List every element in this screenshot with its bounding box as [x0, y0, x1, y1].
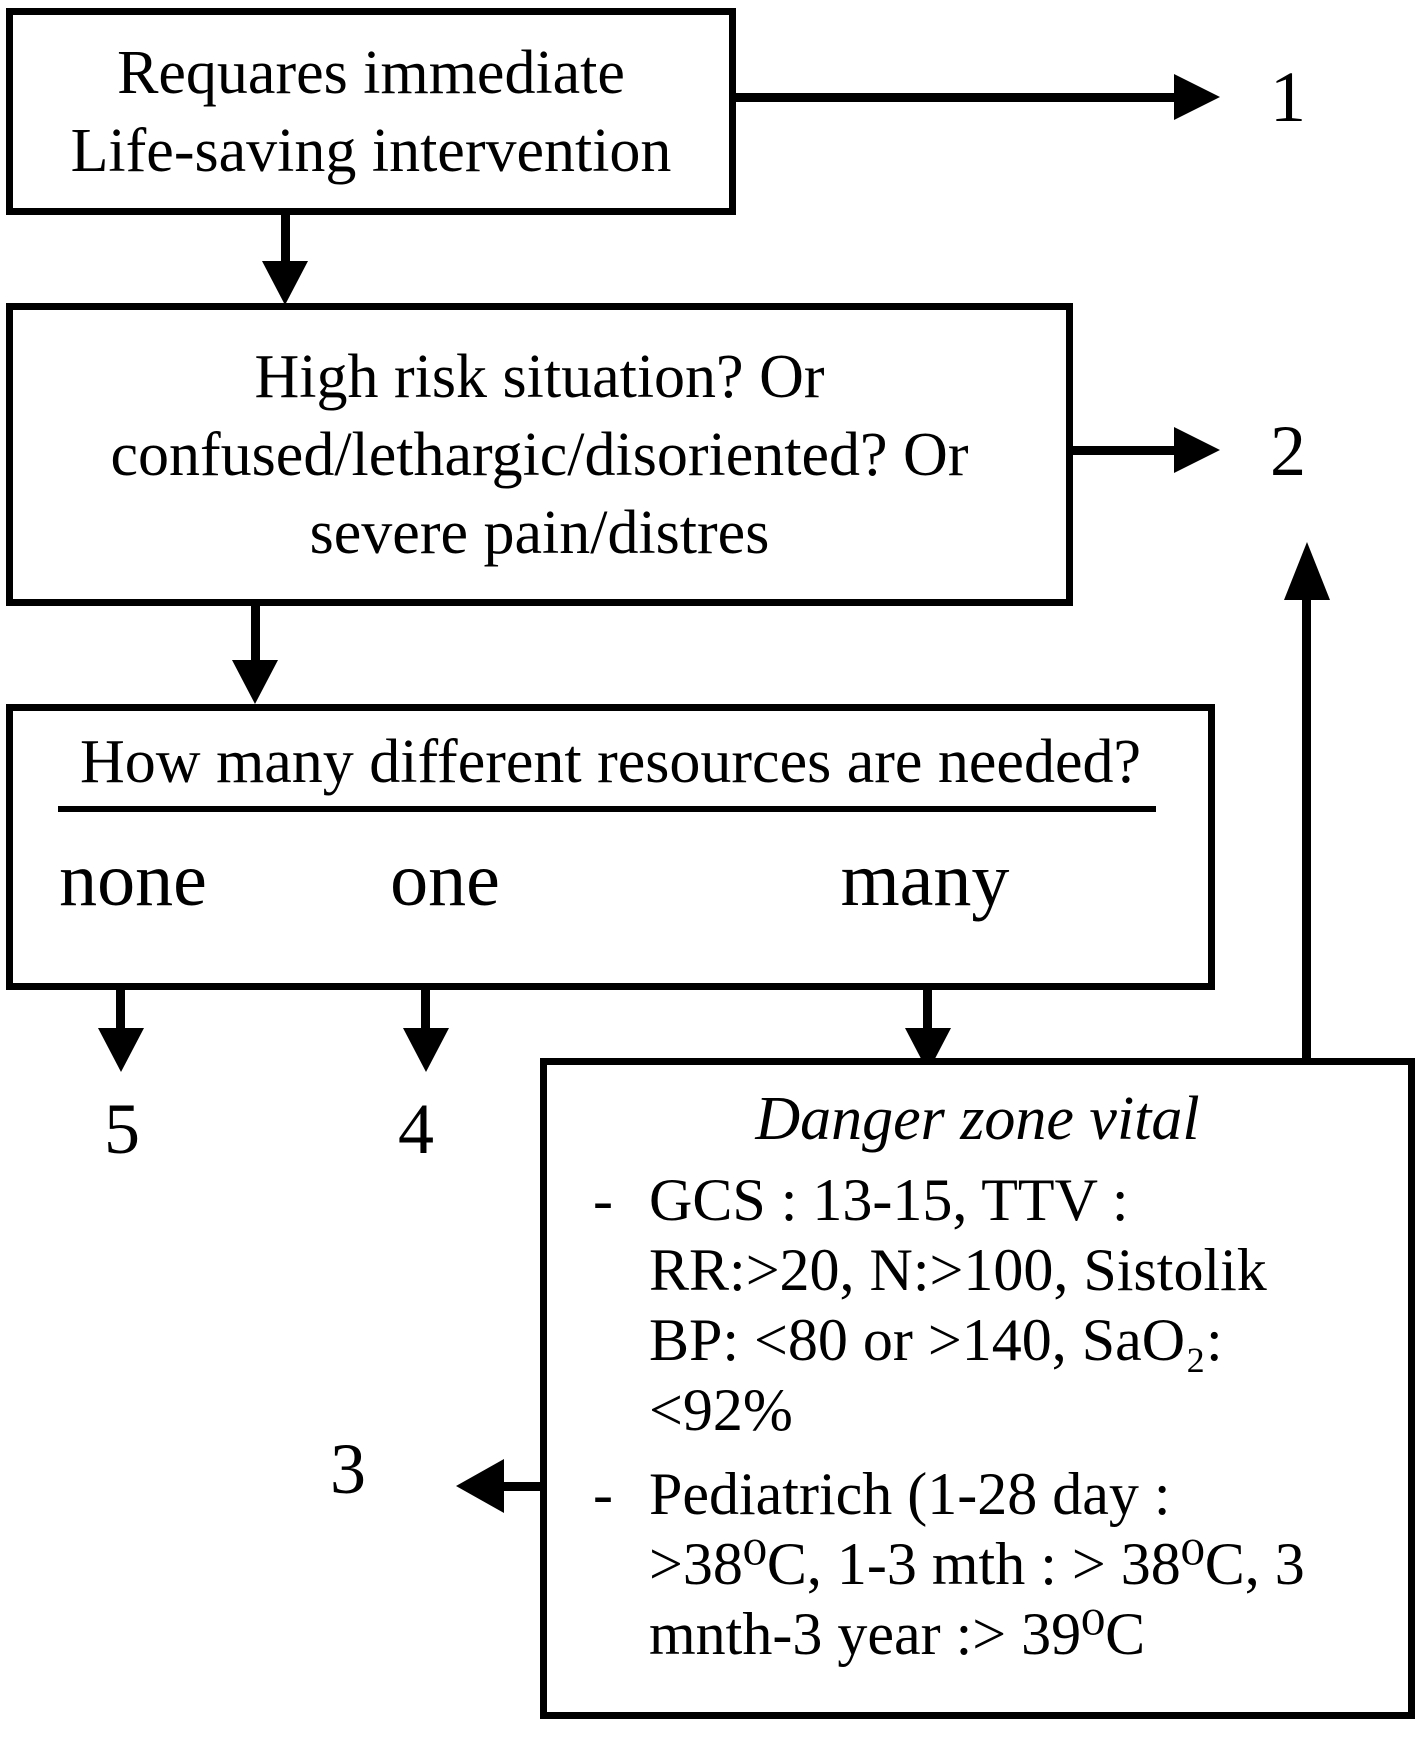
- arrow-node1-to-node2-shaft: [281, 215, 290, 263]
- node-lifesaving-line-1: Requares immediate: [117, 38, 625, 107]
- arrow-node2-to-node3-shaft: [251, 606, 260, 662]
- arrow-none-to-level5-head-icon: [98, 1028, 144, 1072]
- arrow-highrisk-to-level2-head-icon: [1174, 427, 1220, 473]
- node-resources-question: How many different resources are needed?: [6, 704, 1215, 990]
- node-high-risk-line-3: severe pain/distres: [309, 498, 770, 567]
- arrow-danger-to-level2-shaft: [1302, 598, 1311, 1058]
- vitals-line-bp: BP: <80 or >140, SaO₂:: [649, 1307, 1223, 1373]
- label-triage-level-2: 2: [1270, 411, 1306, 491]
- arrow-danger-to-level2-head-icon: [1284, 542, 1330, 600]
- arrow-lifesaving-to-level1-head-icon: [1174, 74, 1220, 120]
- option-none: none: [59, 838, 207, 922]
- bullet-dash: -: [593, 1461, 613, 1527]
- node-high-risk-line-2: confused/lethargic/disoriented? Or: [110, 420, 969, 489]
- arrow-none-to-level5-shaft: [116, 990, 125, 1030]
- option-many: many: [840, 838, 1010, 922]
- arrow-danger-to-level3-head-icon: [456, 1459, 504, 1513]
- resources-question-text: How many different resources are needed?: [80, 728, 1141, 796]
- option-one: one: [390, 838, 500, 922]
- danger-zone-item-vitals: - GCS : 13-15, TTV : RR:>20, N:>100, Sis…: [593, 1165, 1398, 1445]
- node-lifesaving-line-2: Life-saving intervention: [70, 116, 672, 185]
- vitals-line-rr: RR:>20, N:>100, Sistolik: [649, 1237, 1267, 1303]
- arrow-highrisk-to-level2-shaft: [1073, 446, 1175, 455]
- label-triage-level-5: 5: [104, 1089, 140, 1169]
- arrow-lifesaving-to-level1-shaft: [736, 93, 1176, 102]
- danger-zone-title: Danger zone vital: [755, 1085, 1200, 1153]
- pediatric-line-2: >38⁰C, 1-3 mth : > 38⁰C, 3: [649, 1531, 1305, 1597]
- arrow-many-to-danger-shaft: [923, 990, 932, 1030]
- pediatric-line-3: mnth-3 year :> 39⁰C: [649, 1601, 1146, 1667]
- pediatric-line-1: Pediatrich (1-28 day :: [649, 1461, 1171, 1527]
- arrow-one-to-level4-shaft: [421, 990, 430, 1030]
- danger-zone-item-vitals-lines: GCS : 13-15, TTV : RR:>20, N:>100, Sisto…: [649, 1165, 1398, 1445]
- danger-zone-item-pediatric: - Pediatrich (1-28 day : >38⁰C, 1-3 mth …: [593, 1459, 1398, 1669]
- node-danger-zone-vitals: Danger zone vital - GCS : 13-15, TTV : R…: [540, 1058, 1415, 1719]
- label-triage-level-1: 1: [1270, 57, 1306, 137]
- label-triage-level-3: 3: [330, 1429, 366, 1509]
- danger-zone-list: - GCS : 13-15, TTV : RR:>20, N:>100, Sis…: [547, 1165, 1408, 1669]
- resources-divider: [58, 806, 1156, 812]
- arrow-danger-to-level3-shaft: [500, 1482, 544, 1491]
- arrow-one-to-level4-head-icon: [403, 1028, 449, 1072]
- vitals-line-gcs: GCS : 13-15, TTV :: [649, 1167, 1129, 1233]
- node-lifesaving-intervention: Requares immediate Life-saving intervent…: [6, 8, 736, 215]
- node-high-risk-line-1: High risk situation? Or: [254, 342, 825, 411]
- arrow-node1-to-node2-head-icon: [262, 261, 308, 305]
- node-high-risk: High risk situation? Or confused/letharg…: [6, 303, 1073, 606]
- arrow-node2-to-node3-head-icon: [232, 660, 278, 704]
- vitals-line-sao2: <92%: [649, 1377, 793, 1443]
- bullet-dash: -: [593, 1167, 613, 1233]
- label-triage-level-4: 4: [398, 1089, 434, 1169]
- danger-zone-item-pediatric-lines: Pediatrich (1-28 day : >38⁰C, 1-3 mth : …: [649, 1459, 1398, 1669]
